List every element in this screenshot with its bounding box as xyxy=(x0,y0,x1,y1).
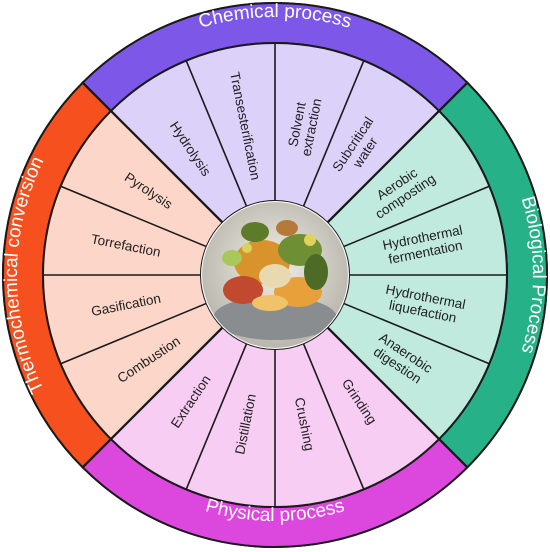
quadrant-divider xyxy=(326,81,469,224)
sector-divider xyxy=(302,60,365,207)
quadrant-divider xyxy=(81,81,224,224)
quadrant-divider xyxy=(81,326,224,469)
sector-divider xyxy=(185,60,248,207)
sector-divider xyxy=(343,302,490,365)
sector-divider xyxy=(343,185,490,248)
sector-divider xyxy=(60,185,207,248)
sector-divider xyxy=(60,302,207,365)
food-waste-bowl-icon xyxy=(201,201,349,349)
quadrant-divider xyxy=(326,326,469,469)
sector-divider xyxy=(302,343,365,490)
sector-divider xyxy=(185,343,248,490)
